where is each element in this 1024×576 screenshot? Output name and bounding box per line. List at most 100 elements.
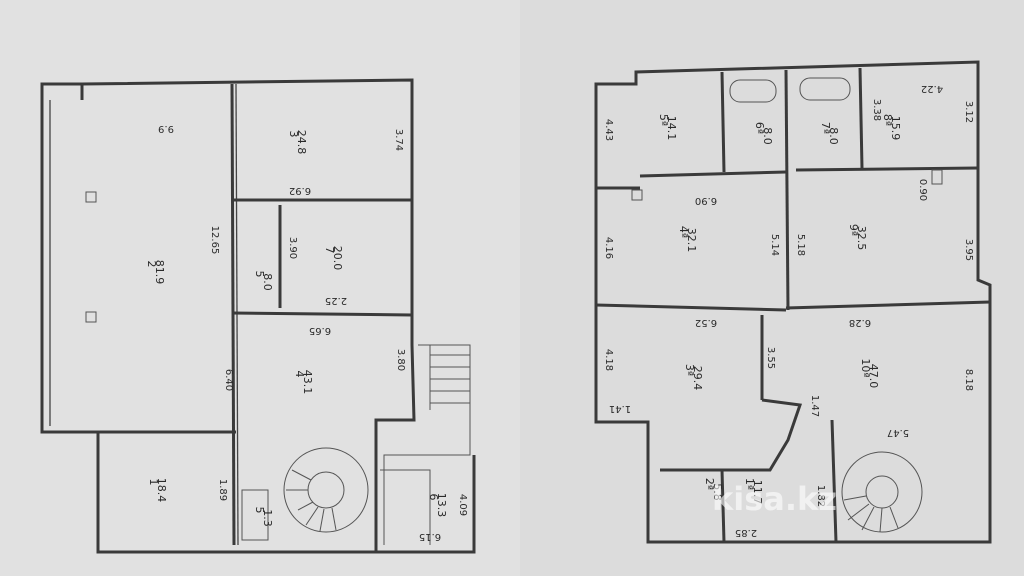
dimension-label: 4.22 — [921, 83, 943, 94]
watermark: kisa.kz — [712, 480, 837, 518]
left-stair-outline — [383, 344, 471, 545]
room-area: 43.1 — [301, 370, 314, 395]
right-wall-5 — [639, 170, 787, 178]
right-column-a — [631, 189, 643, 201]
left-wall-c — [231, 311, 413, 317]
left-top-wall — [81, 78, 414, 345]
dimension-label: 5.18 — [795, 234, 806, 256]
dimension-label: 6.40 — [223, 369, 234, 391]
room-area: 29.4 — [691, 366, 704, 391]
right-column-b — [931, 169, 943, 185]
dimension-label: 4.43 — [603, 119, 614, 141]
dimension-label: 6.28 — [849, 317, 871, 328]
left-paper-shade — [0, 0, 520, 576]
right-wall-3 — [858, 67, 864, 169]
room-area: 8.0 — [827, 127, 840, 145]
left-small-room — [380, 469, 431, 545]
dimension-label: 3.80 — [395, 349, 406, 371]
room-area: 20.0 — [331, 246, 344, 271]
dimension-label: 1.41 — [609, 403, 631, 414]
dimension-label: 3.74 — [393, 129, 404, 151]
right-wall-10 — [660, 398, 803, 472]
room-number: 1ª — [743, 478, 756, 490]
dimension-label: 3.12 — [963, 101, 974, 123]
room-number: 6 — [427, 494, 440, 501]
room-number: 9ª — [847, 224, 860, 236]
right-wall-12 — [830, 419, 838, 543]
room-area: 47.0 — [867, 364, 880, 389]
room-area: 8.0 — [261, 273, 274, 291]
room-area: 32.1 — [685, 228, 698, 253]
room-area: 15.9 — [889, 116, 902, 141]
dimension-label: 6.15 — [419, 531, 441, 542]
right-wall-2 — [784, 69, 790, 311]
dimension-label: 4.09 — [457, 494, 468, 516]
dimension-label: 1.89 — [217, 479, 228, 501]
dimension-label: 4.16 — [603, 237, 614, 259]
right-bathtubs — [729, 77, 851, 103]
room-number: 5 — [253, 507, 266, 514]
room-number: 5ª — [657, 114, 670, 126]
dimension-label: 12.65 — [209, 226, 220, 255]
dimension-label: 0.90 — [917, 179, 928, 201]
room-number: 10ª — [859, 358, 872, 377]
right-wall-6 — [795, 166, 979, 172]
room-number: 3 — [287, 131, 300, 138]
right-wall-1 — [720, 71, 726, 173]
dimension-label: 2.25 — [325, 295, 347, 306]
dimension-label: 2.85 — [735, 527, 757, 538]
dimension-label: 3.95 — [963, 239, 974, 261]
room-number: 6ª — [753, 122, 766, 134]
dimension-label: 1.82 — [815, 485, 826, 507]
dimension-label: 4.18 — [603, 349, 614, 371]
right-outer-wall — [594, 60, 992, 544]
left-spiral-stair — [283, 447, 369, 533]
room-number: 1 — [147, 479, 160, 486]
dimension-label: 3.90 — [287, 237, 298, 259]
right-wall-8 — [785, 300, 991, 310]
right-wall-7 — [595, 303, 787, 312]
left-outer-wall — [40, 95, 476, 554]
room-area: 18.4 — [155, 478, 168, 503]
dimension-label: 3.38 — [871, 99, 882, 121]
dimension-label: 6.90 — [695, 195, 717, 206]
left-closet — [241, 489, 269, 541]
room-area: 5.8 — [711, 483, 724, 501]
dimension-label: 1.47 — [809, 395, 820, 417]
dimension-label: 6.92 — [289, 185, 311, 196]
room-number: 2 — [145, 261, 158, 268]
room-area: 14.1 — [665, 116, 678, 141]
dimension-label: 8.18 — [963, 369, 974, 391]
right-wall-11 — [720, 469, 726, 543]
left-stair-steps — [429, 345, 470, 410]
left-column-b — [85, 311, 97, 323]
room-number: 8ª — [881, 114, 894, 126]
dimension-label: 6.65 — [309, 325, 331, 336]
dimension-label: 6.52 — [695, 317, 717, 328]
right-spiral-stair — [841, 451, 923, 533]
room-area: 1.3 — [261, 509, 274, 527]
room-area: 13.3 — [435, 493, 448, 518]
dimension-label: 3.55 — [765, 347, 776, 369]
left-floor-plan — [40, 78, 476, 554]
room-area: 32.5 — [855, 226, 868, 251]
room-area: 11.7 — [751, 480, 764, 505]
dimension-label: 9.9 — [158, 123, 174, 134]
room-area: 81.9 — [153, 260, 166, 285]
room-area: 8.0 — [761, 127, 774, 145]
room-area: 24.8 — [295, 130, 308, 155]
room-number: 5 — [253, 271, 266, 278]
room-number: 4ª — [677, 226, 690, 238]
room-number: 3ª — [683, 364, 696, 376]
room-number: 7ª — [819, 122, 832, 134]
right-floor-plan — [594, 60, 992, 544]
left-stair-wall — [374, 344, 416, 552]
left-column-a — [85, 191, 97, 203]
room-number: 2ª — [703, 478, 716, 490]
room-number: 7 — [323, 247, 336, 254]
dimension-label: 5.47 — [887, 427, 909, 438]
room-number: 4 — [293, 371, 306, 378]
left-corner — [40, 82, 84, 100]
